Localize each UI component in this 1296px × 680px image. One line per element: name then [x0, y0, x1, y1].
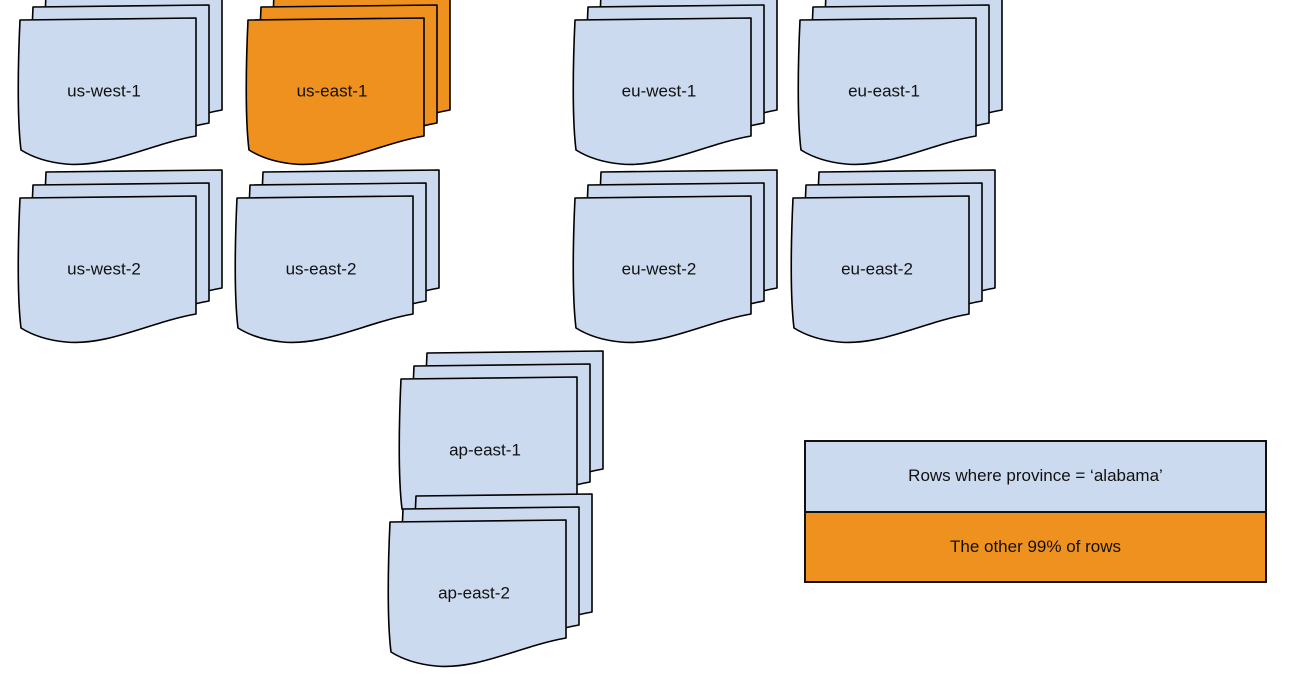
region-stack-label: eu-east-2 [841, 259, 913, 278]
region-stack-eu-west-1[interactable]: eu-west-1 [572, 0, 778, 166]
region-stack-label: ap-east-2 [438, 583, 510, 602]
document-sheet-front [234, 195, 414, 344]
legend-row-orange: The other 99% of rows [806, 512, 1265, 581]
region-stack-label: us-west-1 [67, 81, 141, 100]
legend: Rows where province = ‘alabama’ The othe… [804, 440, 1267, 583]
region-stack-label: ap-east-1 [449, 440, 521, 459]
region-stack-us-east-2[interactable]: us-east-2 [234, 169, 440, 344]
document-sheet-front [17, 17, 197, 166]
document-sheet-front [572, 195, 752, 344]
document-sheet-front [797, 17, 977, 166]
region-stack-ap-east-2[interactable]: ap-east-2 [387, 493, 593, 668]
region-stack-label: eu-east-1 [848, 81, 920, 100]
document-sheet-front [17, 195, 197, 344]
legend-label-blue: Rows where province = ‘alabama’ [908, 466, 1163, 486]
region-stack-label: us-east-2 [286, 259, 357, 278]
document-sheet-front [572, 17, 752, 166]
document-sheet-front [387, 519, 567, 668]
legend-label-orange: The other 99% of rows [949, 536, 1122, 556]
document-sheet-front [790, 195, 970, 344]
document-sheet-front [245, 17, 425, 166]
region-stack-eu-east-1[interactable]: eu-east-1 [797, 0, 1003, 166]
region-stack-label: us-west-2 [67, 259, 141, 278]
region-stack-eu-east-2[interactable]: eu-east-2 [790, 169, 996, 344]
region-stack-us-east-1[interactable]: us-east-1 [245, 0, 451, 166]
region-stack-label: eu-west-2 [622, 259, 697, 278]
region-stack-ap-east-1[interactable]: ap-east-1 [398, 350, 604, 525]
region-stacks-group: us-west-1 us-east-1 eu-west-1 eu-east-1 us-w… [17, 0, 1003, 668]
region-stack-label: us-east-1 [297, 81, 368, 100]
region-stack-us-west-2[interactable]: us-west-2 [17, 169, 223, 344]
region-stack-eu-west-2[interactable]: eu-west-2 [572, 169, 778, 344]
legend-row-blue: Rows where province = ‘alabama’ [806, 442, 1265, 513]
region-stack-us-west-1[interactable]: us-west-1 [17, 0, 223, 166]
region-stack-label: eu-west-1 [622, 81, 697, 100]
